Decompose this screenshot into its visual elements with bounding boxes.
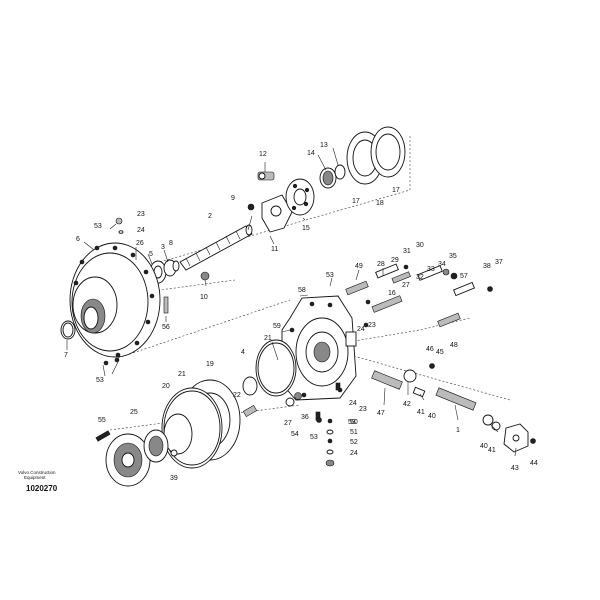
callout-11: 11 [271, 246, 278, 253]
callout-27b: 27 [402, 282, 410, 289]
small-seal-parts [285, 382, 341, 467]
main-shaft-part [179, 224, 253, 271]
callout-56: 56 [162, 324, 170, 331]
bearing-part [319, 164, 346, 189]
callout-26: 26 [136, 240, 144, 247]
brand-caption: Volvo Construction Equipment [18, 470, 56, 480]
callout-57: 57 [460, 273, 468, 280]
o-ring-7-part [60, 320, 76, 340]
callout-3: 3 [161, 244, 165, 251]
callout-9: 9 [231, 195, 235, 202]
document-number: 1020270 [26, 484, 58, 493]
callout-44: 44 [530, 460, 538, 467]
callout-53d: 53 [310, 434, 318, 441]
callout-8: 8 [169, 240, 173, 247]
callout-24b: 24 [357, 326, 365, 333]
callout-25: 25 [130, 409, 138, 416]
callout-48: 48 [450, 342, 458, 349]
callout-17a: 17 [352, 198, 360, 205]
callout-2: 2 [208, 213, 212, 220]
brand-line-1: Volvo Construction [18, 470, 56, 475]
callout-15: 15 [302, 225, 310, 232]
callout-6: 6 [76, 236, 80, 243]
callout-34: 34 [438, 261, 446, 268]
callout-24d: 24 [350, 450, 358, 457]
callout-21b: 21 [178, 371, 186, 378]
callout-41a: 41 [417, 409, 425, 416]
callout-41b: 41 [488, 447, 496, 454]
leader-lines [66, 147, 517, 457]
callout-22: 22 [233, 392, 241, 399]
callout-37: 37 [495, 259, 503, 266]
callout-51: 51 [350, 429, 358, 436]
callout-45: 45 [436, 349, 444, 356]
callout-30: 30 [416, 242, 424, 249]
callout-54: 54 [291, 431, 299, 438]
callout-24c: 24 [349, 400, 357, 407]
callout-27a: 27 [284, 420, 292, 427]
callout-10: 10 [200, 294, 208, 301]
callout-5: 5 [149, 251, 153, 258]
cylinder-plate-part [285, 178, 315, 216]
callout-49: 49 [355, 263, 363, 270]
callout-7: 7 [64, 352, 68, 359]
callout-50: 50 [350, 419, 358, 426]
callout-13: 13 [320, 142, 328, 149]
callout-33: 33 [427, 266, 435, 273]
brake-piston-parts [161, 339, 297, 469]
callout-53e: 53 [348, 419, 356, 426]
brake-discs-part [346, 126, 406, 185]
planetary-gear-part [95, 429, 178, 487]
callout-52: 52 [350, 439, 358, 446]
callout-46: 46 [426, 346, 434, 353]
callout-12: 12 [259, 151, 267, 158]
callout-53b: 53 [96, 377, 104, 384]
callout-18: 18 [376, 200, 384, 207]
callout-21a: 21 [264, 335, 272, 342]
hub-housing-part [69, 242, 161, 358]
callout-39: 39 [170, 475, 178, 482]
callout-53c: 53 [326, 272, 334, 279]
callout-58: 58 [298, 287, 306, 294]
callout-47: 47 [377, 410, 385, 417]
callout-40a: 40 [428, 413, 436, 420]
swash-plate-part [247, 171, 293, 233]
callout-17b: 17 [392, 187, 400, 194]
hub-bolt-holes [73, 245, 155, 358]
spool-and-cover-parts [371, 363, 536, 453]
relief-valve-parts [345, 263, 493, 328]
callout-28: 28 [377, 261, 385, 268]
valve-housing-part [281, 295, 357, 401]
callout-35: 35 [449, 253, 457, 260]
callout-38: 38 [483, 263, 491, 270]
callout-14: 14 [307, 150, 315, 157]
brand-line-2: Equipment [24, 475, 46, 480]
part-callout-labels: 1 2 3 4 5 6 7 8 9 10 11 12 13 14 15 16 1… [64, 142, 538, 482]
callout-23c: 23 [359, 406, 367, 413]
callout-31: 31 [403, 248, 411, 255]
callout-24a: 24 [137, 227, 145, 234]
callout-55: 55 [98, 417, 106, 424]
callout-4: 4 [241, 349, 245, 356]
callout-36: 36 [301, 414, 309, 421]
callout-53a: 53 [94, 223, 102, 230]
callout-20: 20 [162, 383, 170, 390]
callout-23b: 23 [368, 322, 376, 329]
callout-29: 29 [391, 257, 399, 264]
callout-32: 32 [416, 274, 424, 281]
callout-16: 16 [388, 290, 396, 297]
callout-59: 59 [273, 323, 281, 330]
hub-bolts-53 [103, 357, 120, 366]
callout-42: 42 [403, 401, 411, 408]
callout-19: 19 [206, 361, 214, 368]
callout-43: 43 [511, 465, 519, 472]
callout-23a: 23 [137, 211, 145, 218]
callout-1: 1 [456, 427, 460, 434]
callout-40b: 40 [480, 443, 488, 450]
